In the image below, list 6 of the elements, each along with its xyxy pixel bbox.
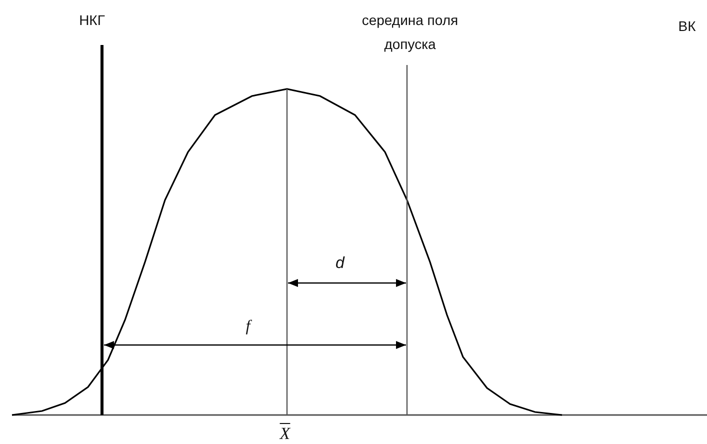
limit-label: ВК: [677, 17, 697, 36]
limit-label: НКГ: [78, 11, 106, 30]
tolerance-center-label: середина поля допуска: [360, 11, 460, 54]
dimension-label: d: [334, 254, 346, 274]
dimension-label: f: [244, 317, 253, 337]
mean-label: X: [278, 423, 292, 444]
